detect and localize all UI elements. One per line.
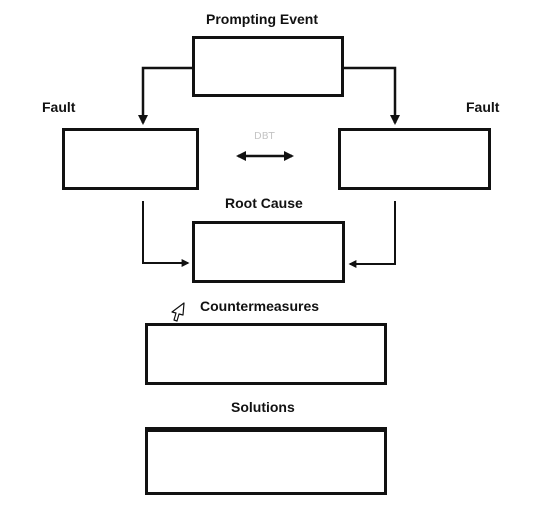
countermeasures-box bbox=[145, 323, 387, 385]
arrow-right-fault-to-root-cause bbox=[348, 201, 396, 268]
solutions-box bbox=[145, 427, 387, 495]
mouse-cursor-icon bbox=[171, 302, 185, 322]
right-fault-label: Fault bbox=[466, 99, 500, 115]
arrow-event-to-right-fault bbox=[344, 66, 400, 125]
dbt-watermark-label: DBT bbox=[254, 131, 275, 142]
prompting-event-label: Prompting Event bbox=[206, 11, 319, 27]
arrow-left-fault-to-root-cause bbox=[142, 201, 190, 267]
root-cause-label: Root Cause bbox=[225, 195, 303, 211]
left-fault-box bbox=[62, 128, 199, 190]
right-fault-box bbox=[338, 128, 491, 190]
arrow-event-to-left-fault bbox=[138, 66, 192, 125]
root-cause-box bbox=[192, 221, 345, 283]
solutions-label: Solutions bbox=[231, 399, 295, 415]
prompting-event-box bbox=[192, 36, 344, 97]
left-fault-label: Fault bbox=[42, 99, 76, 115]
countermeasures-label: Countermeasures bbox=[200, 298, 320, 314]
